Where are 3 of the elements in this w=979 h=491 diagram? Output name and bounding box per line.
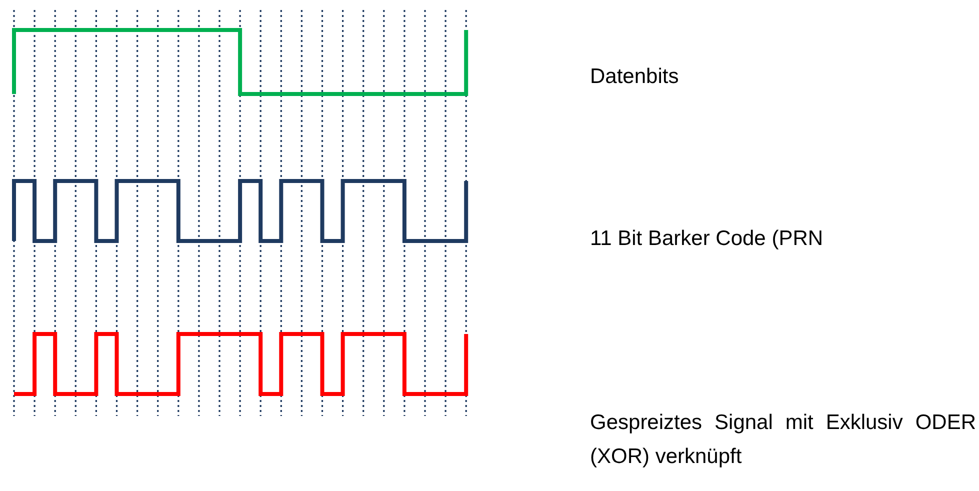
signal-label: Datenbits xyxy=(590,64,680,90)
signal-label: 11 Bit Barker Code (PRN xyxy=(590,226,824,252)
signal-label: Gespreiztes Signal mit Exklusiv ODER (XOR) verknüpft xyxy=(590,410,976,470)
